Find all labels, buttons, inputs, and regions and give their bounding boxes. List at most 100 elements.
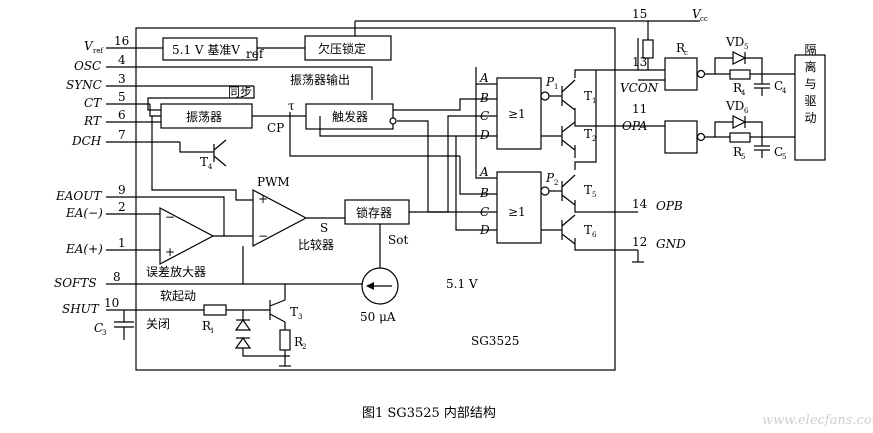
comparator-plus: + xyxy=(258,192,268,206)
error-amplifier xyxy=(159,207,215,265)
c5-label-sub: 5 xyxy=(782,153,786,161)
pin-2-num: 2 xyxy=(118,200,126,214)
p1-label: P xyxy=(545,75,555,89)
resistor-r1 xyxy=(203,304,227,316)
vd6-label: VD xyxy=(725,99,744,113)
gate-d-bottom: D xyxy=(479,223,490,237)
pwm-label: PWM xyxy=(257,175,290,189)
rc-label: R xyxy=(676,41,686,55)
reference-label-sub: ref xyxy=(246,47,265,61)
uvlo-label: 欠压锁定 xyxy=(318,41,366,56)
t4-label-sub: 4 xyxy=(208,163,213,171)
c4-label-sub: 4 xyxy=(782,87,787,95)
pin-15-num: 15 xyxy=(632,7,647,21)
r4-label-sub: 4 xyxy=(741,89,746,97)
t3-label: T xyxy=(290,305,298,319)
comparator-minus: − xyxy=(258,229,268,243)
chip-name: SG3525 xyxy=(471,334,519,348)
pin-7-name: DCH xyxy=(71,134,102,148)
diode-1-icon xyxy=(234,318,252,331)
pin-12-num: 12 xyxy=(632,235,647,249)
vd5-label-sub: 5 xyxy=(744,43,748,51)
right-pin-labels: 15 V cc 13 VCON 11 OPA 14 OPB 12 GND xyxy=(620,7,708,251)
left-pin-lines xyxy=(106,47,372,311)
r2-label-sub: 2 xyxy=(302,343,306,351)
oscillator-block xyxy=(160,103,253,129)
gate-c-top: C xyxy=(480,109,489,123)
t2-label-sub: 2 xyxy=(592,135,596,143)
rc-label-sub: c xyxy=(684,49,688,57)
pin-2-name: EA(−) xyxy=(65,206,103,220)
figure-caption: 图1 SG3525 内部结构 xyxy=(362,405,496,421)
osc-output-label: 振荡器输出 xyxy=(290,72,350,87)
t6-label-sub: 6 xyxy=(592,231,597,239)
pin-16-num: 16 xyxy=(114,34,129,48)
s-label: S xyxy=(320,221,328,235)
isolation-driver-label: 隔离与驱动 xyxy=(803,43,817,128)
gate-b-top: B xyxy=(479,91,489,105)
pin-8-name: SOFTS xyxy=(54,276,97,290)
reference-label: 5.1 V 基准V xyxy=(172,43,240,57)
transistor-t1 xyxy=(561,79,576,111)
r1-label: R xyxy=(202,319,212,333)
transistor-t4 xyxy=(200,139,227,167)
comparator-label: 比较器 xyxy=(298,237,334,252)
t1-label-sub: 1 xyxy=(592,97,596,105)
pin-4-num: 4 xyxy=(118,53,126,67)
t4-label: T xyxy=(200,155,208,169)
pin-9-name: EAOUT xyxy=(55,189,102,203)
nor-gate-bottom xyxy=(496,171,542,244)
pin-14-name: OPB xyxy=(656,199,683,213)
diode-vd5-icon xyxy=(732,51,747,65)
pwm-comparator xyxy=(252,189,308,247)
driver-gate-top xyxy=(664,57,698,91)
diode-2-icon xyxy=(234,336,252,349)
reference-block xyxy=(162,37,258,61)
c4-label: C xyxy=(774,79,783,93)
pin-10-name: SHUT xyxy=(62,302,100,316)
pin-15-name: V xyxy=(692,7,702,21)
pin-9-num: 9 xyxy=(118,183,126,197)
vd6-label-sub: 6 xyxy=(744,107,749,115)
p1-label-sub: 1 xyxy=(554,83,558,91)
error-amp-label: 误差放大器 xyxy=(146,264,206,279)
t6-label: T xyxy=(584,223,592,237)
latch-block xyxy=(344,199,410,225)
pin-7-num: 7 xyxy=(118,128,126,142)
pin-13-num: 13 xyxy=(632,55,647,69)
pin-3-num: 3 xyxy=(118,72,126,86)
watermark: www.elecfans.com xyxy=(762,413,873,428)
gate-c-bottom: C xyxy=(480,205,489,219)
error-amp-plus: + xyxy=(165,245,175,259)
pin-10-num: 10 xyxy=(104,296,119,310)
left-pin-labels: 16 V ref 4 OSC 3 SYNC 5 CT 6 RT 7 DCH 9 … xyxy=(54,34,129,316)
pin-14-num: 14 xyxy=(632,197,648,211)
t5-label: T xyxy=(584,183,592,197)
resistor-r2 xyxy=(279,329,291,351)
soft-start-label: 软起动 xyxy=(160,289,196,303)
error-amp-minus: − xyxy=(165,210,175,224)
flip-flop-label: 触发器 xyxy=(332,109,368,124)
gate-b-bottom: B xyxy=(479,186,489,200)
r1-label-sub: 1 xyxy=(210,327,214,335)
diode-vd6-icon xyxy=(732,115,747,129)
c3-label: C xyxy=(94,321,103,335)
pin-5-name: CT xyxy=(84,96,102,110)
latch-label: 锁存器 xyxy=(356,205,392,220)
internal-labels: 同步 振荡器输出 τ CP PWM S 比较器 Sot 误差放大器 软起动 关闭… xyxy=(146,71,558,348)
p2-label: P xyxy=(545,171,555,185)
c5-label: C xyxy=(774,145,783,159)
transistor-t3 xyxy=(269,299,286,323)
r2-label: R xyxy=(294,335,304,349)
transistor-t5 xyxy=(561,174,576,206)
tau-label: τ xyxy=(288,99,295,113)
r4-label: R xyxy=(733,81,743,95)
resistor-r4 xyxy=(729,69,751,80)
gate-d-top: D xyxy=(479,128,490,142)
t5-label-sub: 5 xyxy=(592,191,596,199)
nor-gate-top xyxy=(496,77,542,150)
pin-13-name: VCON xyxy=(620,81,659,95)
current-source-label: 50 μA xyxy=(360,310,396,324)
gate-a-top: A xyxy=(479,71,489,85)
